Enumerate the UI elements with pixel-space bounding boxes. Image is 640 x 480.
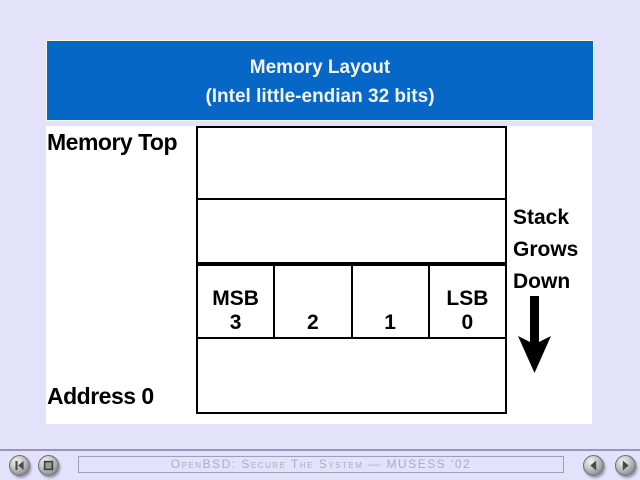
stack-note-line2: Grows [513,238,579,261]
byte-cell-3-index: 3 [229,311,242,334]
stack-direction-arrow-icon [511,296,557,381]
memory-block-top [198,128,505,200]
slide-title-line2: (Intel little-endian 32 bits) [205,86,435,107]
memory-block-upper [198,200,505,264]
byte-cell-2-index: 2 [307,311,319,334]
memory-top-label: Memory Top [47,129,178,155]
memory-block-bottom [198,339,505,412]
stack-note-line3: Down [513,270,571,293]
bottom-bar-divider [0,449,640,451]
slide-title-banner: Memory Layout (Intel little-endian 32 bi… [46,40,594,121]
stack-note-line1: Stack [513,206,570,229]
next-icon [622,460,629,471]
byte-cell-3-label: MSB [212,287,259,310]
next-slide-button[interactable] [615,455,636,476]
byte-cell-0-label: LSB [446,287,489,310]
stop-icon [43,460,54,471]
byte-cell-0-index: 0 [461,311,474,334]
byte-order-row: MSB 3 2 1 LSB 0 [198,264,505,339]
first-slide-button[interactable] [9,455,30,476]
address-0-label: Address 0 [47,383,154,409]
memory-diagram: MSB 3 2 1 LSB 0 [196,126,507,414]
previous-slide-button[interactable] [583,455,604,476]
stack-grows-down-label: Stack Grows Down [513,202,593,298]
previous-icon [590,460,597,471]
byte-cell-0: LSB 0 [430,266,505,337]
byte-cell-3: MSB 3 [198,266,276,337]
skip-to-first-icon [15,460,24,471]
byte-cell-2: 2 [275,266,353,337]
byte-cell-1-index: 1 [384,311,396,334]
slide-title-line1: Memory Layout [249,57,391,78]
status-bar: OpenBSD: Secure The System — MUSESS '02 [78,456,564,473]
stop-button[interactable] [38,455,59,476]
byte-cell-1: 1 [353,266,430,337]
